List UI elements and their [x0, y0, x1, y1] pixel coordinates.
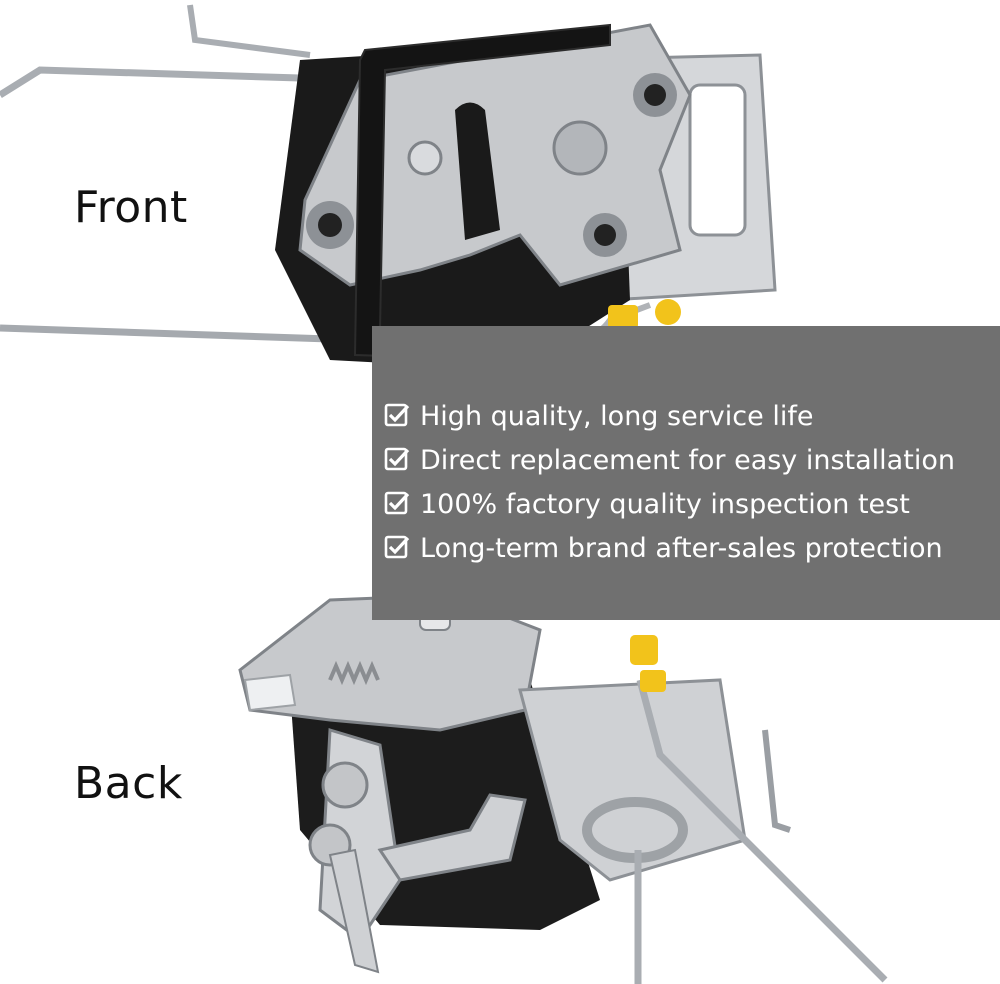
back-lock-photo [238, 593, 888, 984]
feature-text: Long-term brand after-sales protection [420, 532, 943, 564]
feature-text: Direct replacement for easy installation [420, 444, 955, 476]
front-label: Front [74, 182, 188, 233]
feature-text: 100% factory quality inspection test [420, 488, 910, 520]
features-panel: High quality, long service life Direct r… [372, 326, 1000, 620]
feature-item: High quality, long service life [384, 394, 1000, 438]
feature-list: High quality, long service life Direct r… [372, 326, 1000, 570]
front-lock-photo [0, 4, 777, 370]
checkbox-checked-icon [384, 403, 410, 427]
feature-item: 100% factory quality inspection test [384, 482, 1000, 526]
feature-item: Long-term brand after-sales protection [384, 526, 1000, 570]
feature-item: Direct replacement for easy installation [384, 438, 1000, 482]
checkbox-checked-icon [384, 491, 410, 515]
checkbox-checked-icon [384, 535, 410, 559]
checkbox-checked-icon [384, 447, 410, 471]
feature-text: High quality, long service life [420, 400, 814, 432]
back-label: Back [74, 758, 183, 809]
